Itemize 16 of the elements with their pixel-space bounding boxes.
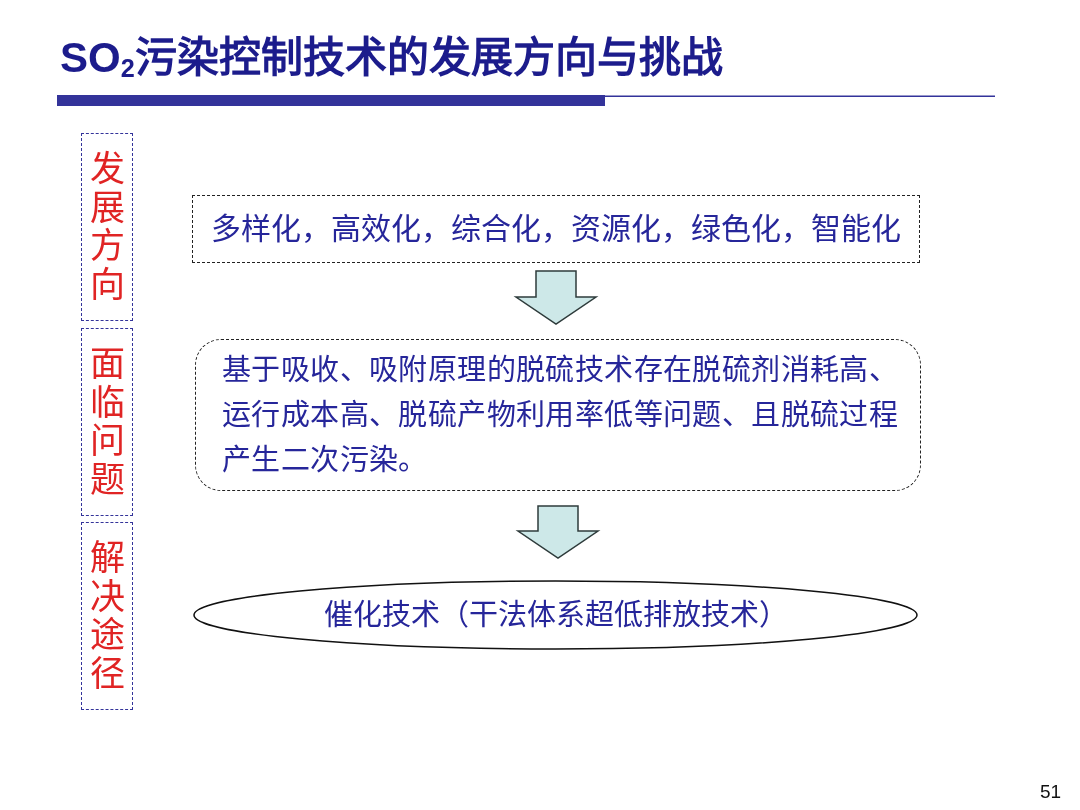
- box-text: 多样化，高效化，综合化，资源化，绿色化，智能化: [211, 211, 901, 247]
- box-text: 催化技术（干法体系超低排放技术）: [323, 597, 788, 633]
- category-box: [81, 328, 133, 516]
- box-text: 基于吸收、吸附原理的脱硫技术存在脱硫剂消耗高、运行成本高、脱硫产物利用率低等问题、且脱硫过程产生二次污染。: [222, 351, 900, 479]
- rounded-dashed-box: [195, 339, 921, 491]
- category-box: [81, 522, 133, 710]
- vertical-heading: 发展方向: [89, 150, 125, 304]
- block-arrow: [513, 270, 599, 325]
- page-number: 51: [1040, 781, 1062, 803]
- block-arrow: [515, 505, 601, 559]
- vertical-heading: 解决途径: [89, 539, 125, 693]
- oval-box: [193, 580, 918, 650]
- category-box: [81, 133, 133, 321]
- dashed-box: [192, 195, 920, 263]
- slide-title: SO$_{2}$污染控制技术的发展方向与挑战: [60, 35, 723, 82]
- vertical-heading: 面临问题: [89, 345, 125, 499]
